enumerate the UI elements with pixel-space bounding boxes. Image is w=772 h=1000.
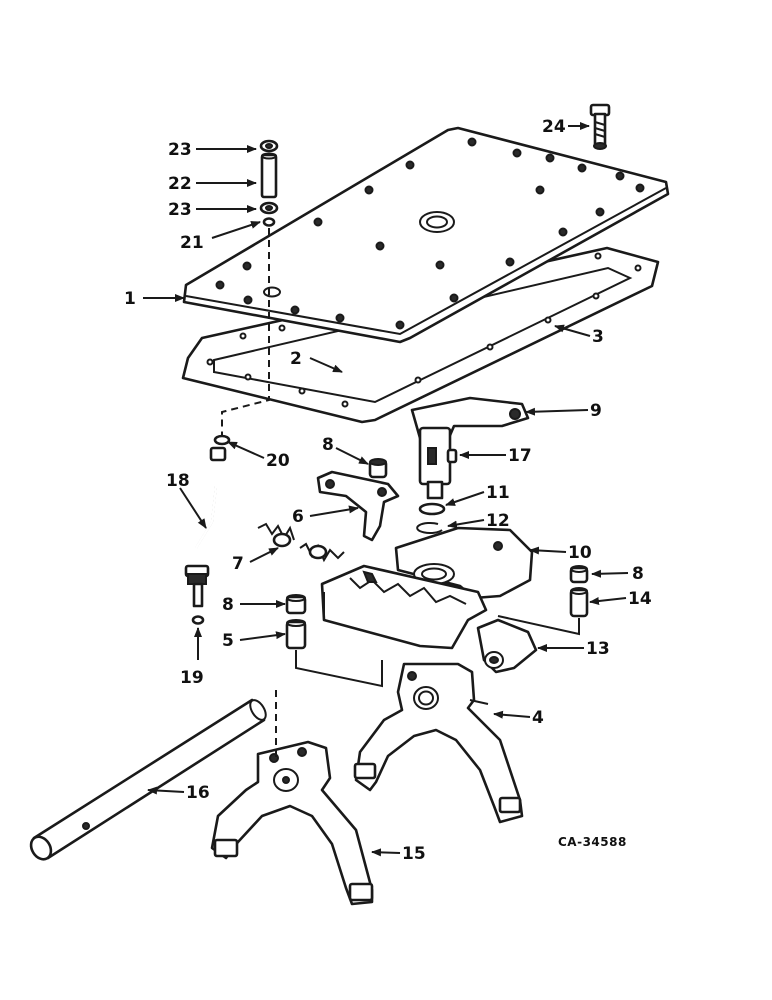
callout-13: 13 (586, 639, 610, 659)
callout-8-left: 8 (222, 595, 234, 615)
callout-11: 11 (486, 483, 510, 503)
callout-6: 6 (292, 507, 304, 527)
o-ring-19 (191, 615, 205, 625)
callout-5: 5 (222, 631, 234, 651)
guide-line-14 (497, 615, 580, 636)
callout-leaders (143, 122, 629, 857)
o-ring-11 (418, 502, 446, 516)
bushing-14 (569, 587, 589, 618)
callout-9: 9 (590, 401, 602, 421)
o-ring-20 (213, 434, 231, 446)
callout-12: 12 (486, 511, 510, 531)
callout-8-right: 8 (632, 564, 644, 584)
o-ring-21 (262, 217, 276, 227)
oil-tube (184, 446, 227, 608)
callout-18: 18 (166, 471, 190, 491)
callout-16: 16 (186, 783, 210, 803)
cover-center-boss (419, 211, 455, 233)
shift-lever-arm (410, 396, 530, 500)
callout-2: 2 (290, 349, 302, 369)
shift-fork-4 (353, 662, 524, 824)
callout-labels: 1 2 3 4 5 6 7 8 8 8 9 10 11 12 13 14 15 … (124, 117, 652, 864)
bushing-8-left (285, 594, 307, 615)
callout-22: 22 (168, 174, 192, 194)
callout-23-top: 23 (168, 140, 192, 160)
bushing-8-upper (368, 458, 388, 479)
callout-8-upper: 8 (322, 435, 334, 455)
bolt (589, 103, 611, 150)
cam-follower (476, 618, 538, 674)
callout-1: 1 (124, 289, 136, 309)
callout-4: 4 (532, 708, 544, 728)
callout-10: 10 (568, 543, 592, 563)
callout-14: 14 (628, 589, 652, 609)
bushing-8-right (569, 565, 589, 584)
cover-tube-port (263, 286, 281, 298)
tube-routing-line (221, 228, 270, 438)
interlock-lever (316, 470, 400, 542)
tube (260, 152, 278, 199)
washer-bottom (259, 201, 279, 215)
snap-ring (416, 521, 443, 534)
gasket-bolt-holes (206, 252, 642, 408)
callout-20: 20 (266, 451, 290, 471)
callout-24: 24 (542, 117, 566, 137)
guide-line-5 (295, 650, 383, 688)
shift-rail (29, 698, 267, 861)
callout-17: 17 (508, 446, 532, 466)
drawing-reference-code: CA-34588 (558, 835, 627, 849)
bushing-5 (285, 619, 307, 650)
callout-23-bottom: 23 (168, 200, 192, 220)
callout-3: 3 (592, 327, 604, 347)
key (446, 448, 458, 464)
callout-21: 21 (180, 233, 204, 253)
callout-7: 7 (232, 554, 244, 574)
washer-top (259, 139, 279, 153)
guide-block (320, 564, 488, 650)
springs (257, 522, 345, 563)
cover-bolt-holes (215, 137, 645, 330)
cover-plate (182, 126, 670, 344)
callout-15: 15 (402, 844, 426, 864)
shift-fork-15 (210, 740, 374, 906)
callout-19: 19 (180, 668, 204, 688)
